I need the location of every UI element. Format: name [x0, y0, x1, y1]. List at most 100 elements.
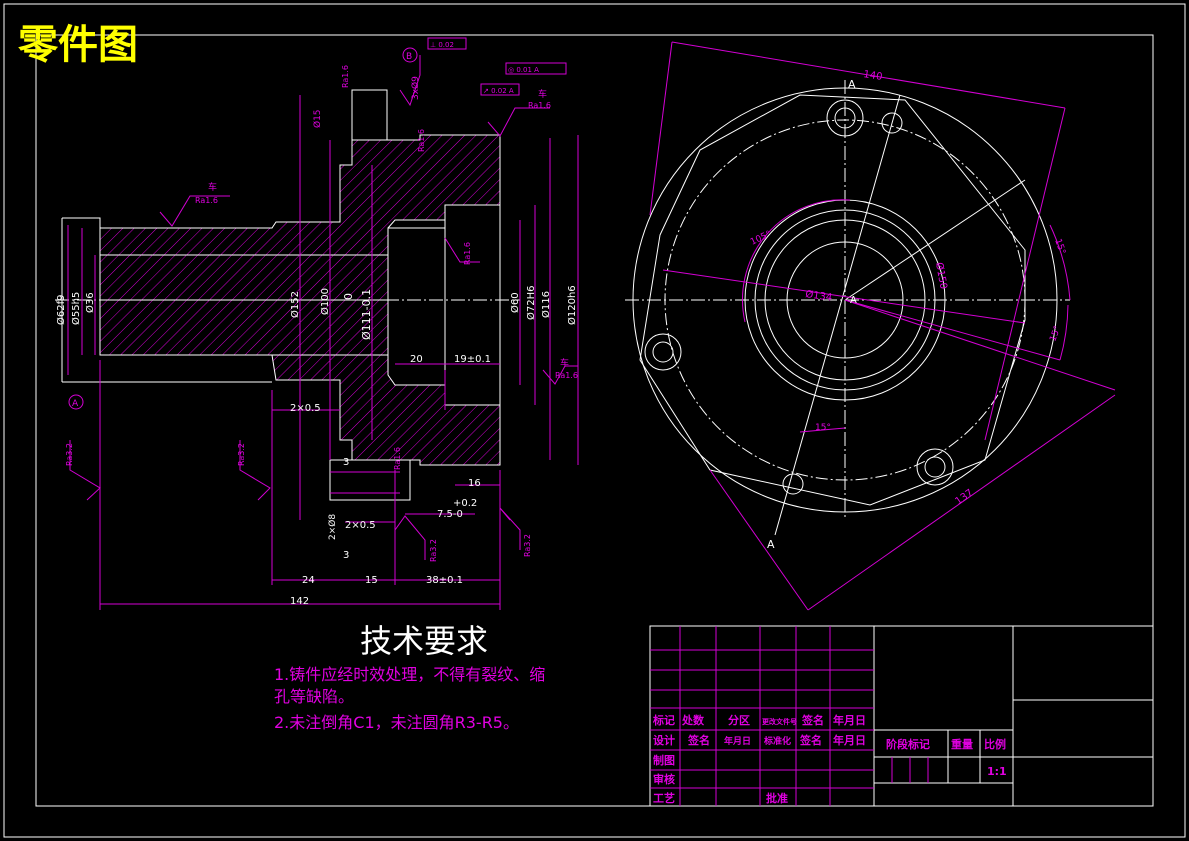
rough-label-2: Ra1.6 — [528, 101, 551, 110]
dim-2x05-b: 2×0.5 — [345, 520, 376, 531]
dim-d152: Ø152 — [289, 291, 301, 318]
top-boss — [351, 89, 388, 141]
dim-15b: 15° — [1048, 325, 1063, 343]
section-label-a-bottom: A — [767, 538, 775, 551]
dim-d150: Ø150 — [933, 261, 950, 290]
tb-r1-c2: 处数 — [681, 713, 705, 727]
dim-19: 19±0.1 — [454, 354, 491, 365]
dim-zero: 0 — [342, 293, 355, 300]
tb-r5-c1: 工艺 — [653, 791, 675, 805]
tb-r1-c3: 分区 — [728, 713, 750, 727]
title-block: 标记 处数 分区 更改文件号 签名 年月日 设计 签名 年月日 标准化 签名 年… — [649, 625, 1154, 807]
dim-7-5: 7.5-0 — [437, 509, 463, 520]
tb-r2-c1: 设计 — [653, 733, 675, 747]
dim-d100: Ø100 — [319, 288, 331, 315]
tb-r1-c6: 年月日 — [833, 713, 866, 727]
rough-label-9: Ra1.6 — [341, 65, 350, 88]
dim-d120: Ø120h6 — [566, 285, 578, 325]
dim-15c: 15° — [815, 423, 831, 433]
tech-heading: 技术要求 — [360, 622, 488, 660]
dim-20: 20 — [410, 354, 423, 365]
datum-a-circle — [68, 394, 84, 410]
section-view: ⊥ 0.02 ◎ 0.01 A ↗ 0.02 A B A Ø62f9 Ø55h5… — [55, 37, 579, 610]
bolt-holes — [644, 99, 954, 495]
inner-frame — [35, 34, 1154, 807]
rough-label-8: Ra3.2 — [523, 534, 532, 557]
tech-line-1: 1.铸件应经时效处理，不得有裂纹、缩 — [274, 665, 545, 684]
tb-r2-c4: 标准化 — [763, 735, 791, 747]
dim-d116: Ø116 — [540, 291, 552, 318]
tb-stage-label: 阶段标记 — [886, 737, 930, 751]
dim-15: 15 — [365, 575, 378, 586]
hatch-upper — [99, 134, 501, 301]
datum-a-label: A — [72, 399, 79, 409]
tb-r2-c5: 签名 — [799, 733, 822, 747]
center-label-a: A — [850, 295, 857, 306]
rough-label-4: Ra3.2 — [65, 443, 74, 466]
rough-che-3: 车 — [560, 357, 569, 369]
tb-r1-c5: 签名 — [801, 713, 824, 727]
dim-137: 137 — [953, 487, 975, 507]
bottom-boss — [329, 459, 411, 501]
rough-label-6: Ra1.6 — [555, 371, 578, 380]
tb-r5-c4: 批准 — [766, 791, 788, 805]
tb-r2-c2: 签名 — [687, 733, 710, 747]
dim-16: 16 — [468, 478, 481, 489]
tech-requirements: 技术要求 1.铸件应经时效处理，不得有裂纹、缩 孔等缺陷。 2.未注倒角C1，未… — [274, 622, 545, 732]
dim-d134: Ø134 — [805, 288, 833, 304]
tb-r1-c4: 更改文件号 — [762, 717, 797, 726]
dim-140: 140 — [863, 69, 884, 83]
dim-3x9: 3xØ9 — [410, 76, 421, 100]
section-label-a-top: A — [848, 78, 856, 91]
rough-label-7: Ra3.2 — [429, 539, 438, 562]
dim-d15: Ø15 — [312, 109, 323, 128]
dim-2x8: 2×Ø8 — [327, 514, 338, 540]
tech-line-3: 2.未注倒角C1，未注圆角R3-R5。 — [274, 713, 519, 732]
dim-24: 24 — [302, 575, 315, 586]
rough-label-11: Ra1.6 — [393, 447, 402, 470]
tb-r2-c6: 年月日 — [833, 733, 866, 747]
dim-38: 38±0.1 — [426, 575, 463, 586]
rough-che-1: 车 — [208, 181, 217, 193]
flange-outline — [639, 94, 1026, 506]
front-view: 140 137 Ø134 Ø150 105° 15° 15° 15° A A A — [625, 41, 1116, 611]
rough-label-10: Ra1.6 — [417, 129, 426, 152]
dim-d62: Ø62f9 — [55, 295, 67, 325]
hub-outline — [62, 217, 101, 228]
tf-runout: ↗ 0.02 A — [483, 87, 514, 95]
dim-d36: Ø36 — [84, 292, 96, 313]
tb-scale-value: 1:1 — [987, 765, 1007, 778]
datum-b-circle — [402, 47, 418, 63]
dim-2x05-a: 2×0.5 — [290, 403, 321, 414]
dim-d60: Ø60 — [509, 292, 521, 313]
rough-label-1: Ra1.6 — [195, 196, 218, 205]
dim-3a: 3 — [343, 457, 349, 468]
drawing-title: 零件图 — [18, 22, 138, 68]
dim-d55: Ø55h5 — [70, 292, 82, 325]
outer-border — [3, 3, 1186, 838]
tb-r1-c1: 标记 — [652, 713, 675, 727]
tf-concentric: ◎ 0.01 A — [508, 66, 539, 74]
counterbore — [444, 204, 501, 406]
tech-line-2: 孔等缺陷。 — [274, 687, 354, 706]
rough-label-5: Ra3.2 — [237, 443, 246, 466]
tb-r3-c1: 制图 — [653, 753, 675, 767]
dim-d111: Ø111-0.1 — [360, 289, 373, 340]
hatch-lower — [99, 299, 501, 466]
dim-tol: +0.2 — [453, 498, 477, 509]
datum-b-label: B — [406, 52, 412, 62]
dim-15a: 15° — [1052, 238, 1067, 256]
tb-scale-label: 比例 — [984, 737, 1006, 751]
rough-label-3: Ra1.6 — [463, 242, 472, 265]
section-line — [774, 94, 901, 536]
tb-r4-c1: 审核 — [653, 772, 675, 786]
tb-weight-label: 重量 — [951, 737, 973, 751]
radial-line — [844, 179, 1026, 301]
dim-3b: 3 — [343, 550, 349, 561]
dim-142: 142 — [290, 596, 309, 607]
rough-che-2: 车 — [538, 88, 547, 100]
dim-d72: Ø72H6 — [525, 286, 537, 320]
tf-perp: ⊥ 0.02 — [430, 41, 454, 49]
tb-r2-c3: 年月日 — [724, 735, 751, 747]
